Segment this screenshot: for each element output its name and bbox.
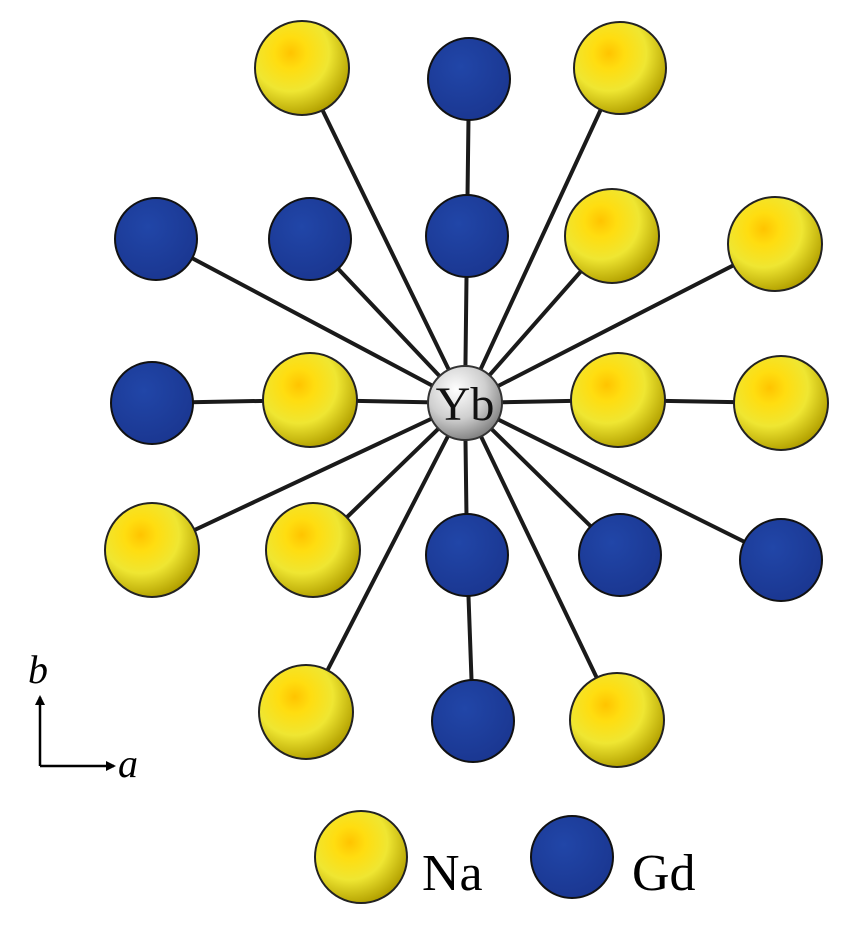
bond-line-n13 bbox=[150, 401, 467, 552]
legend-gd-label: Gd bbox=[632, 845, 696, 902]
center-atom: Yb bbox=[427, 365, 503, 441]
neighbor-atoms bbox=[104, 20, 829, 768]
na-atom-n11 bbox=[570, 352, 666, 448]
na-atom-n20 bbox=[569, 672, 665, 768]
axis-indicator: b a bbox=[28, 647, 138, 786]
na-atom-n3 bbox=[573, 21, 667, 115]
bond-line-n20 bbox=[463, 401, 619, 722]
yb-atom bbox=[427, 365, 503, 441]
na-atom-n12 bbox=[733, 355, 829, 451]
bond-line-n18 bbox=[304, 401, 467, 714]
b-axis-label: b bbox=[28, 647, 48, 692]
legend-na-swatch bbox=[314, 810, 408, 904]
gd-atom-n5 bbox=[268, 197, 352, 281]
legend: Na Gd bbox=[314, 810, 696, 904]
na-atom-n8 bbox=[727, 196, 823, 292]
na-atom-n13 bbox=[104, 502, 200, 598]
gd-atom-n6 bbox=[425, 194, 509, 278]
gd-atom-n19 bbox=[431, 679, 515, 763]
a-axis-label: a bbox=[118, 741, 138, 786]
gd-atom-n4 bbox=[114, 197, 198, 281]
legend-na-label: Na bbox=[422, 845, 483, 902]
na-atom-n1 bbox=[254, 20, 350, 116]
gd-atom-n17 bbox=[739, 518, 823, 602]
na-atom-n18 bbox=[258, 664, 354, 760]
na-atom-n14 bbox=[265, 502, 361, 598]
bond-line-n3 bbox=[463, 66, 622, 405]
na-atom-n10 bbox=[262, 352, 358, 448]
na-atom-n7 bbox=[564, 188, 660, 284]
gd-atom-n9 bbox=[110, 361, 194, 445]
yb-label: Yb bbox=[436, 378, 495, 431]
bond-line-n17 bbox=[463, 401, 783, 562]
bond-line-n4 bbox=[154, 237, 467, 405]
gd-atom-n16 bbox=[578, 513, 662, 597]
gd-atom-n2 bbox=[427, 37, 511, 121]
bond-line-n1 bbox=[300, 66, 467, 405]
bond-line-n8 bbox=[463, 242, 777, 405]
gd-atom-n15 bbox=[425, 513, 509, 597]
legend-gd-swatch bbox=[530, 815, 614, 899]
